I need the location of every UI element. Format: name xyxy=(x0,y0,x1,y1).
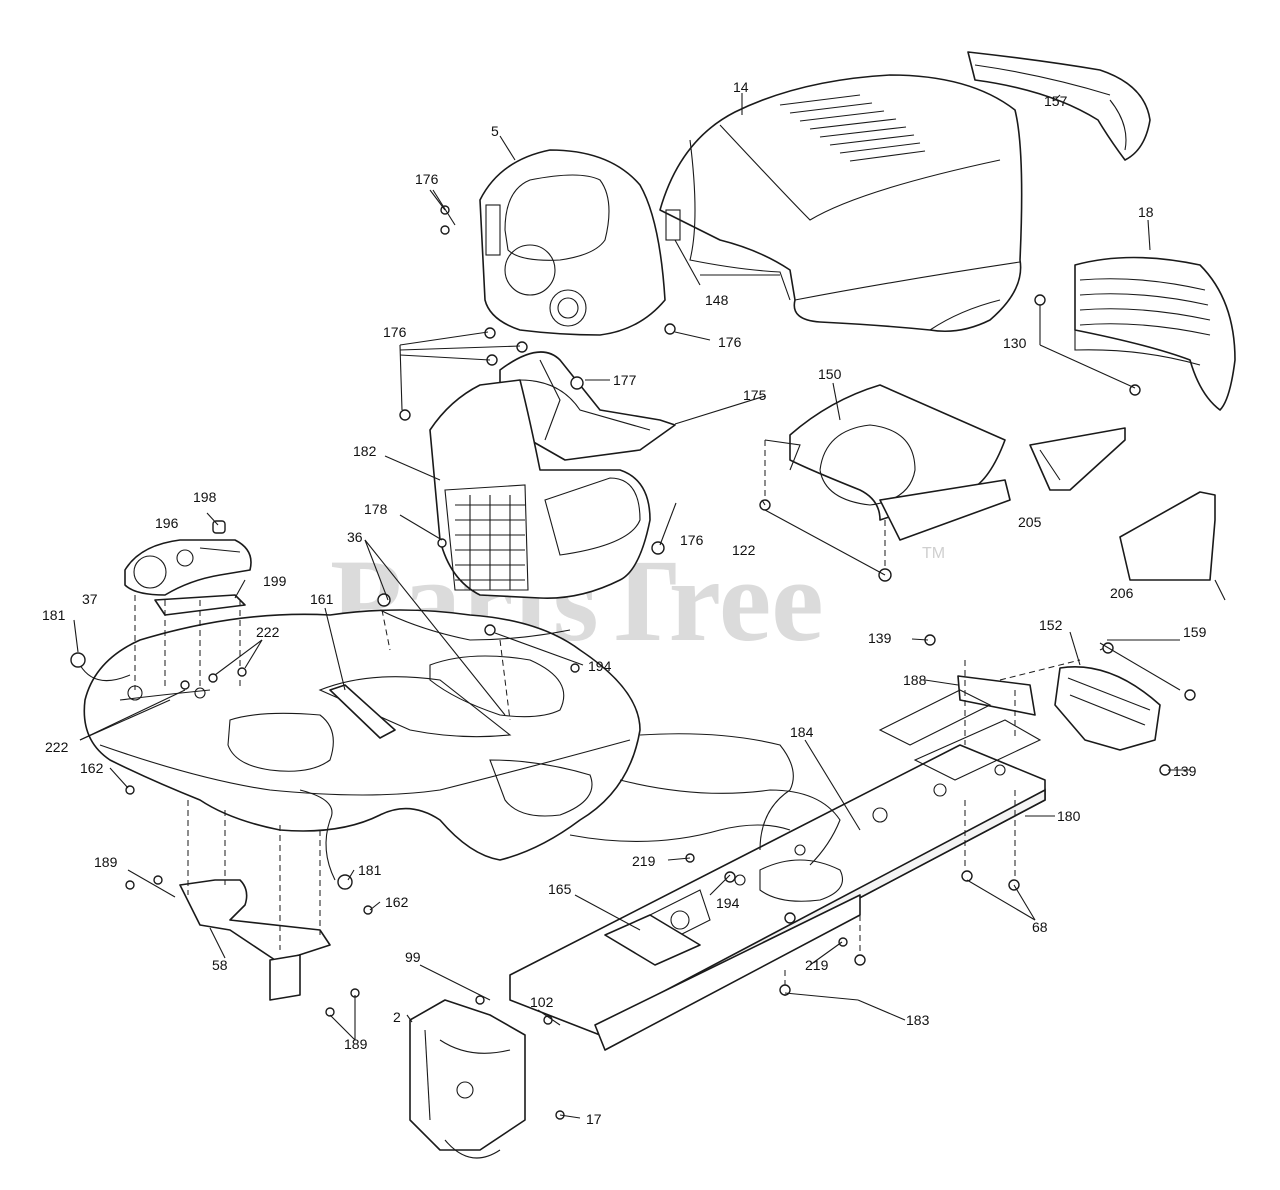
hood-vents-icon xyxy=(779,94,926,162)
callout-122[interactable]: 122 xyxy=(732,542,756,558)
callout-198[interactable]: 198 xyxy=(193,489,217,505)
callout-148[interactable]: 148 xyxy=(705,292,729,308)
assembly-lines xyxy=(134,440,1111,1000)
callout-180[interactable]: 180 xyxy=(1057,808,1081,824)
cable-third xyxy=(569,824,791,842)
body-fender[interactable] xyxy=(83,609,641,861)
callout-150[interactable]: 150 xyxy=(818,366,842,382)
callout-161[interactable]: 161 xyxy=(310,591,334,607)
callout-68[interactable]: 68 xyxy=(1032,919,1048,935)
part-18-grille[interactable] xyxy=(1074,256,1236,411)
callout-199[interactable]: 199 xyxy=(263,573,287,589)
callout-5[interactable]: 5 xyxy=(491,123,499,139)
callout-222-bottom[interactable]: 222 xyxy=(45,739,69,755)
callout-181-left[interactable]: 181 xyxy=(42,607,66,623)
callout-194-top[interactable]: 194 xyxy=(588,658,612,674)
part-188-plate[interactable] xyxy=(957,675,1036,716)
callout-194-bottom[interactable]: 194 xyxy=(716,895,740,911)
part-206-shield[interactable] xyxy=(1119,491,1216,581)
part-161-lever[interactable] xyxy=(329,684,396,739)
callout-182[interactable]: 182 xyxy=(353,443,377,459)
part-157-hood-trim[interactable] xyxy=(967,51,1151,161)
callout-58[interactable]: 58 xyxy=(212,957,228,973)
part-181-grommet xyxy=(70,652,86,668)
callout-165[interactable]: 165 xyxy=(548,881,572,897)
callout-184[interactable]: 184 xyxy=(790,724,814,740)
callout-17[interactable]: 17 xyxy=(586,1111,602,1127)
callout-183[interactable]: 183 xyxy=(906,1012,930,1028)
part-2-axle-support[interactable] xyxy=(409,999,526,1159)
grille-mesh-icon xyxy=(455,495,525,590)
callout-18[interactable]: 18 xyxy=(1138,204,1154,220)
part-198-knob[interactable] xyxy=(212,520,226,534)
callout-176-mid[interactable]: 176 xyxy=(680,532,704,548)
callout-130[interactable]: 130 xyxy=(1003,335,1027,351)
callout-152[interactable]: 152 xyxy=(1039,617,1063,633)
callout-178[interactable]: 178 xyxy=(364,501,388,517)
callout-176-left[interactable]: 176 xyxy=(383,324,407,340)
callout-176-right[interactable]: 176 xyxy=(718,334,742,350)
callout-37[interactable]: 37 xyxy=(82,591,98,607)
callout-36[interactable]: 36 xyxy=(347,529,363,545)
part-182-front-panel[interactable] xyxy=(429,379,651,599)
callout-139-bottom[interactable]: 139 xyxy=(1173,763,1197,779)
part-5-dash-panel[interactable] xyxy=(479,149,666,336)
callout-labels: 14 157 5 176 18 148 176 176 130 150 177 … xyxy=(42,79,1207,1127)
callout-219-top[interactable]: 219 xyxy=(632,853,656,869)
part-205-bracket[interactable] xyxy=(1029,427,1126,491)
cable-main xyxy=(639,733,794,851)
callout-176-top[interactable]: 176 xyxy=(415,171,439,187)
callout-177[interactable]: 177 xyxy=(613,372,637,388)
callout-159[interactable]: 159 xyxy=(1183,624,1207,640)
part-14-hood[interactable] xyxy=(659,74,1023,333)
callout-162-left[interactable]: 162 xyxy=(80,760,104,776)
callout-181-bottom[interactable]: 181 xyxy=(358,862,382,878)
callout-219-bottom[interactable]: 219 xyxy=(805,957,829,973)
callout-206[interactable]: 206 xyxy=(1110,585,1134,601)
callout-222-top[interactable]: 222 xyxy=(256,624,280,640)
watermark-tm: TM xyxy=(922,545,945,562)
callout-188[interactable]: 188 xyxy=(903,672,927,688)
part-165-plate[interactable] xyxy=(604,914,701,966)
callout-189-bottom[interactable]: 189 xyxy=(344,1036,368,1052)
callout-14[interactable]: 14 xyxy=(733,79,749,95)
callout-139-top[interactable]: 139 xyxy=(868,630,892,646)
callout-205[interactable]: 205 xyxy=(1018,514,1042,530)
callout-162-bottom[interactable]: 162 xyxy=(385,894,409,910)
callout-189-left[interactable]: 189 xyxy=(94,854,118,870)
part-196-console-cover[interactable] xyxy=(124,539,252,596)
part-58-bracket[interactable] xyxy=(179,879,331,1001)
callout-99[interactable]: 99 xyxy=(405,949,421,965)
leader-lines xyxy=(73,93,1226,1119)
part-180-frame[interactable] xyxy=(509,689,1046,1051)
part-152-rear-bracket[interactable] xyxy=(1054,666,1161,751)
hardware-fasteners xyxy=(70,205,1196,1120)
callout-157[interactable]: 157 xyxy=(1044,93,1068,109)
callout-175[interactable]: 175 xyxy=(743,387,767,403)
callout-102[interactable]: 102 xyxy=(530,994,554,1010)
callout-2[interactable]: 2 xyxy=(393,1009,401,1025)
callout-196[interactable]: 196 xyxy=(155,515,179,531)
part-150-battery-cover[interactable] xyxy=(764,384,1011,541)
cable-second xyxy=(619,779,841,866)
part-37-cable xyxy=(79,664,131,682)
cable-to-181 xyxy=(299,789,336,881)
